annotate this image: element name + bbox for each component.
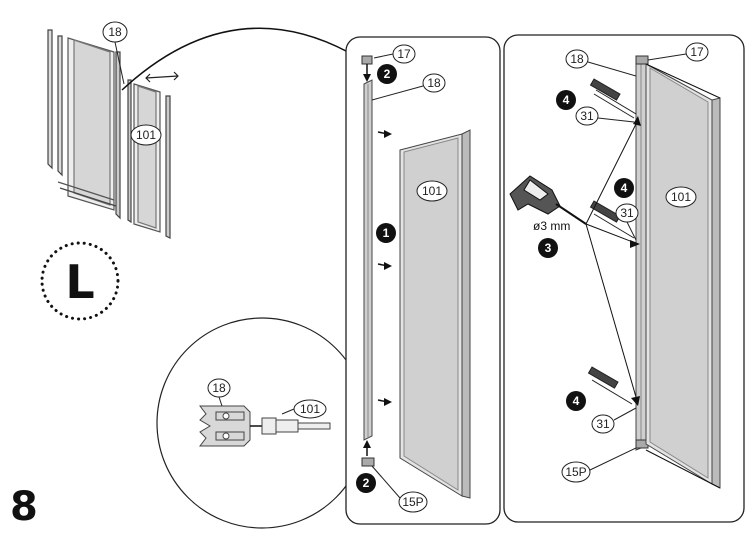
svg-text:101: 101	[671, 190, 691, 204]
svg-text:15P: 15P	[402, 495, 423, 509]
svg-text:31: 31	[620, 206, 634, 220]
svg-text:18: 18	[212, 381, 226, 395]
orientation-label: L	[65, 255, 94, 309]
svg-text:2: 2	[363, 476, 370, 490]
svg-text:4: 4	[563, 93, 570, 107]
callout-101-overview: 101	[130, 124, 162, 146]
svg-text:4: 4	[621, 181, 628, 195]
svg-text:18: 18	[427, 76, 441, 90]
right-step-panel: 18 17 101 31 31 31 15P 4 4 3 4 ø3 mm	[503, 34, 745, 523]
step-number: 8	[10, 484, 38, 530]
orientation-badge: L	[40, 241, 120, 321]
drill-icon	[509, 175, 587, 225]
svg-text:17: 17	[397, 47, 411, 61]
callout-18-overview: 18	[102, 21, 128, 85]
svg-text:2: 2	[384, 67, 391, 81]
svg-text:101: 101	[136, 128, 156, 142]
overview-assembly	[47, 29, 179, 239]
svg-text:18: 18	[108, 25, 122, 39]
svg-text:15P: 15P	[565, 465, 586, 479]
drill-size-label: ø3 mm	[533, 219, 570, 233]
svg-text:18: 18	[570, 52, 584, 66]
svg-text:101: 101	[300, 402, 320, 416]
svg-text:3: 3	[545, 241, 552, 255]
svg-text:31: 31	[596, 417, 610, 431]
svg-text:17: 17	[690, 45, 704, 59]
middle-step-panel: 17 18 101 15P 2 1 2	[345, 36, 501, 525]
profile-detail-circle: 18 101	[156, 317, 368, 529]
svg-text:31: 31	[580, 109, 594, 123]
svg-text:1: 1	[383, 226, 390, 240]
svg-text:101: 101	[422, 184, 442, 198]
overview-connector-arc	[121, 27, 349, 91]
svg-text:4: 4	[573, 394, 580, 408]
